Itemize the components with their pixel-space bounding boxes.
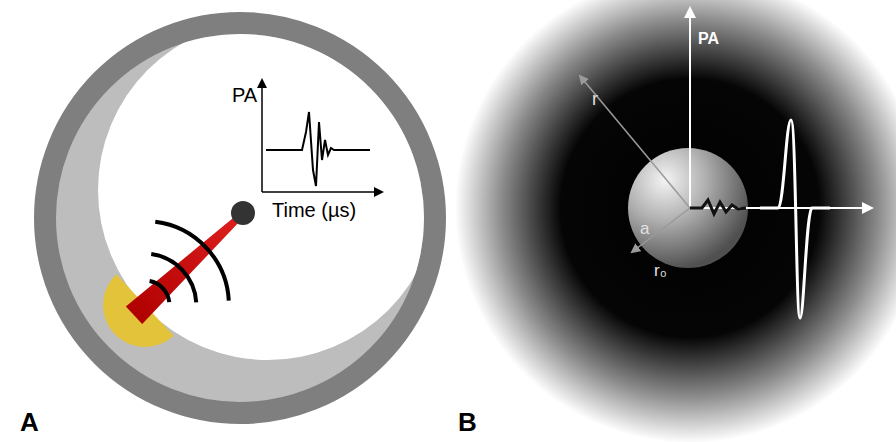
vessel-cross-section <box>45 20 438 413</box>
transducer-beam <box>78 174 280 373</box>
radius-label: r₀ <box>654 262 667 281</box>
inside-signal <box>690 200 746 214</box>
panel-letter: A <box>20 408 39 437</box>
outside-pulse <box>760 120 830 318</box>
axis-label: PA <box>698 30 719 48</box>
panel-letter: B <box>458 408 477 437</box>
axis-label: Time (µs) <box>272 199 356 221</box>
axes-arrows <box>580 8 872 252</box>
pa-signal-plot <box>262 80 382 192</box>
absorber-dot <box>231 201 255 225</box>
field-background <box>450 0 896 442</box>
sphere <box>628 148 748 268</box>
radius-label: r <box>592 90 598 110</box>
axis-label: PA <box>232 84 257 106</box>
radius-label: a <box>640 220 649 239</box>
